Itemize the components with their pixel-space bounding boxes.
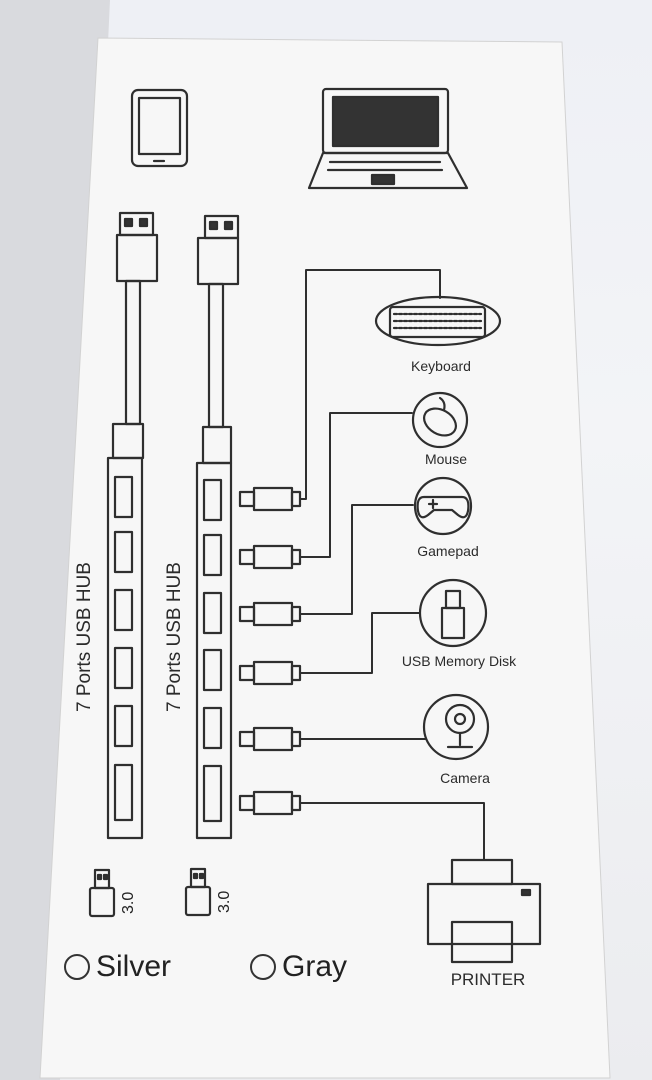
mouse-icon: [411, 391, 469, 449]
keyboard-icon: [374, 295, 502, 347]
connector-lines: [299, 269, 485, 861]
color-gray-label: Gray: [282, 950, 348, 983]
silver-hub-label: 7 Ports USB HUB: [74, 562, 95, 712]
laptop-icon: [307, 87, 469, 190]
gray-usb-version: 3.0: [216, 890, 233, 913]
tablet-icon: [130, 88, 189, 168]
camera-icon: [422, 693, 490, 761]
color-option-silver: Silver: [64, 950, 171, 984]
mouse-label: Mouse: [424, 451, 468, 467]
printer-icon: [426, 858, 542, 964]
usb-plugs: [238, 486, 302, 816]
camera-label: Camera: [440, 770, 490, 786]
gray-hub-label: 7 Ports USB HUB: [164, 562, 185, 712]
silver-usb-version: 3.0: [120, 891, 137, 914]
radio-circle-icon: [250, 954, 276, 980]
usb-disk-label: USB Memory Disk: [401, 653, 517, 669]
gamepad-icon: [413, 476, 473, 536]
usb-3-icons: [88, 867, 212, 918]
gray-hub-drawing: [195, 214, 240, 840]
usb-disk-icon: [418, 578, 488, 648]
radio-circle-icon: [64, 954, 90, 980]
printer-label: PRINTER: [450, 970, 526, 989]
silver-hub-drawing: [106, 211, 159, 840]
gamepad-label: Gamepad: [417, 543, 479, 559]
keyboard-label: Keyboard: [411, 358, 471, 374]
color-silver-label: Silver: [96, 950, 172, 983]
color-option-gray: Gray: [250, 950, 347, 984]
